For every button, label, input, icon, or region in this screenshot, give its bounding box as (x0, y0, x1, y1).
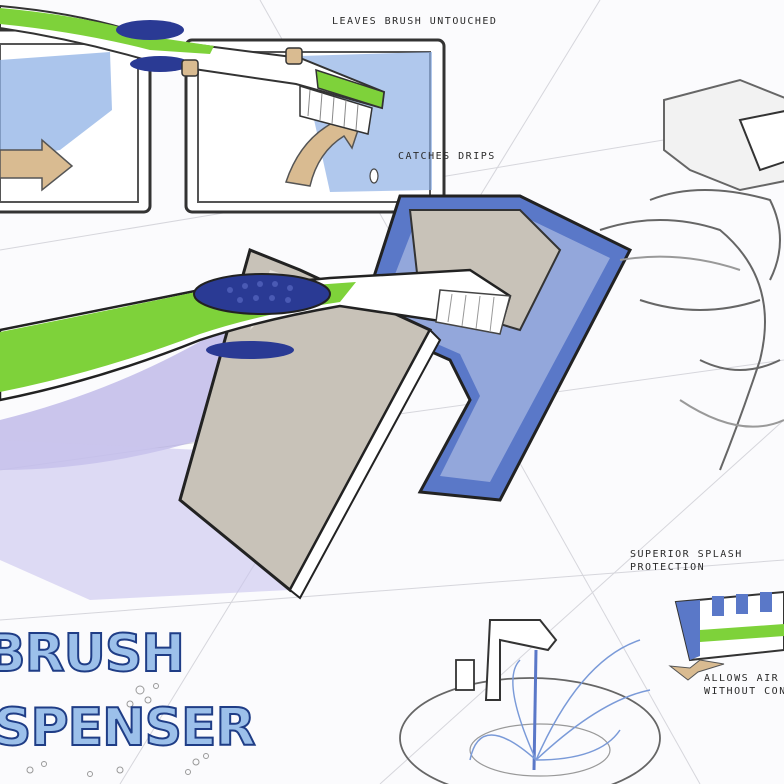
top-toothbrush (0, 4, 386, 135)
title-line-1: BRUSH (0, 624, 186, 684)
main-dispenser (178, 194, 633, 600)
annotation-leaves-brush-untouched: LEAVES BRUSH UNTOUCHED (332, 15, 497, 28)
title-line-2: SPENSER (0, 698, 257, 758)
annotation-line: WITHOUT CONT (704, 686, 784, 697)
annotation-text: LEAVES BRUSH UNTOUCHED (332, 16, 498, 27)
annotation-splash-protection: SUPERIOR SPLASH PROTECTION (630, 548, 743, 574)
mini-tan-arrow (668, 659, 725, 681)
hand-sketch (599, 78, 784, 471)
main-toothbrush (0, 268, 512, 402)
window-panel-left (0, 28, 152, 214)
faucet-sketch (399, 590, 784, 784)
annotation-text: CATCHES DRIPS (398, 151, 496, 162)
annotation-line: PROTECTION (630, 562, 706, 573)
annotation-line: SUPERIOR SPLASH (630, 549, 743, 560)
annotation-line: ALLOWS AIR CI (704, 673, 784, 684)
foam-bubbles (26, 683, 209, 777)
annotation-allows-air: ALLOWS AIR CI WITHOUT CONT (704, 672, 784, 698)
tan-arrow-left (0, 138, 74, 192)
bristle-pad (193, 273, 331, 315)
annotation-catches-drips: CATCHES DRIPS (398, 150, 496, 163)
water-drip (369, 168, 379, 184)
